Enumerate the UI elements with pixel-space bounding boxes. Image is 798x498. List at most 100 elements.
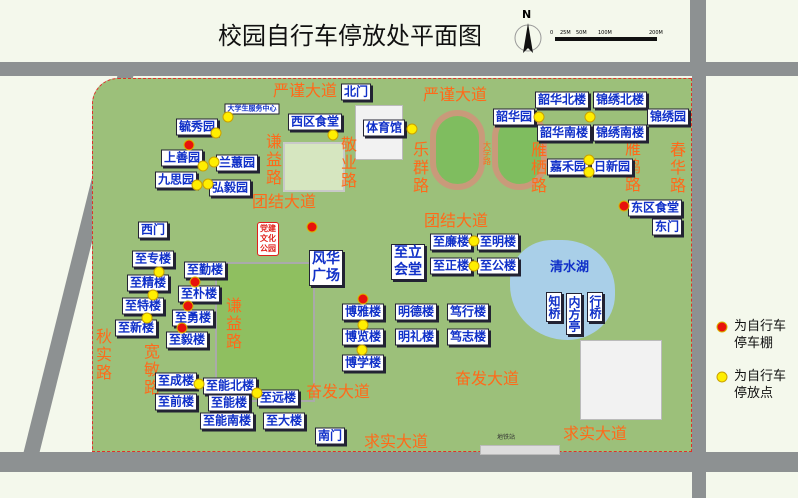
road-label: 奋发大道 <box>454 369 520 388</box>
east-complex <box>580 340 662 420</box>
scale-label: 50M <box>576 30 587 36</box>
bike-parking-marker <box>197 160 209 172</box>
gate-north: 北门 <box>340 83 372 101</box>
building-label: 至廉楼 <box>429 233 473 251</box>
legend-spot-label: 为自行车停放点 <box>734 368 786 402</box>
building-label: 至精楼 <box>126 274 170 292</box>
road-north-center <box>690 0 700 64</box>
building-label: 大学生服务中心 <box>224 103 280 115</box>
legend-line: 停车棚 <box>734 336 774 351</box>
building-label: 笃志楼 <box>446 328 490 346</box>
building-label: 笃行楼 <box>446 303 490 321</box>
scale-label: 25M <box>560 30 571 36</box>
building-label: 至能南楼 <box>199 412 255 430</box>
building-label: 至新楼 <box>114 319 158 337</box>
building-label: 至特楼 <box>121 297 165 315</box>
subway-building <box>480 445 560 455</box>
bike-parking-marker <box>406 123 418 135</box>
bike-parking-marker <box>153 266 165 278</box>
building-label: 至前楼 <box>154 393 198 411</box>
gate-west: 西门 <box>137 221 169 239</box>
sports-field-west <box>283 142 345 192</box>
building-label: 日新园 <box>590 158 634 176</box>
road-label: 春华路 <box>667 141 686 195</box>
building-label: 至能楼 <box>207 394 251 412</box>
building-label: 九思园 <box>154 171 198 189</box>
building-label: 至朴楼 <box>177 285 221 303</box>
building-label: 上善园 <box>160 149 204 167</box>
road-south <box>0 452 798 472</box>
legend-spot-icon <box>716 371 728 383</box>
road-label: 敬业路 <box>338 136 357 190</box>
subway-station-label: 地铁站 <box>497 434 516 441</box>
bike-shed-marker <box>357 293 369 305</box>
building-label: 嘉禾园 <box>546 158 590 176</box>
road-label: 奋发大道 <box>305 382 371 401</box>
bike-shed-marker <box>306 221 318 233</box>
square-label: 风华广场 <box>309 250 343 286</box>
bike-parking-marker <box>533 111 545 123</box>
bike-parking-marker <box>468 235 480 247</box>
building-label: 锦绣北楼 <box>592 91 648 109</box>
legend-line: 为自行车 <box>734 319 787 334</box>
building-label: 至能北楼 <box>202 377 258 395</box>
building-label: 锦绣园 <box>646 108 690 126</box>
building-label: 至勇楼 <box>171 309 215 327</box>
building-label: 毓秀园 <box>175 118 219 136</box>
road-label: 求实大道 <box>363 432 429 451</box>
building-label: 博学楼 <box>341 354 385 372</box>
bike-parking-marker <box>222 111 234 123</box>
building-label: 至立会堂 <box>391 244 425 280</box>
road-label: 秋实路 <box>93 328 112 382</box>
road-north <box>0 62 798 76</box>
bike-shed-marker <box>182 300 194 312</box>
bike-parking-marker <box>191 179 203 191</box>
bike-parking-marker <box>356 344 368 356</box>
bike-parking-marker <box>584 111 596 123</box>
lake-label: 清水湖 <box>550 260 590 275</box>
gate-south: 南门 <box>314 427 346 445</box>
legend-line: 停放点 <box>734 386 774 401</box>
bike-shed-marker <box>176 322 188 334</box>
lake <box>510 240 615 340</box>
track-1 <box>430 110 485 190</box>
compass-north-label: N <box>522 8 532 21</box>
bike-parking-marker <box>210 127 222 139</box>
bridge-label: 行桥 <box>587 292 603 322</box>
building-label: 东区食堂 <box>627 199 683 217</box>
bike-parking-marker <box>357 319 369 331</box>
bridge-label: 知桥 <box>546 292 562 322</box>
building-label: 韶华北楼 <box>534 91 590 109</box>
road-label: 雁栖路 <box>528 141 547 195</box>
building-label: 锦绣南楼 <box>592 124 648 142</box>
map-title: 校园自行车停放处平面图 <box>218 22 482 50</box>
road-label: 大学路 <box>482 141 492 165</box>
building-label: 明德楼 <box>394 303 438 321</box>
scale-label: 100M <box>598 30 612 36</box>
legend-shed-label: 为自行车停车棚 <box>734 318 786 352</box>
building-label: 至毅楼 <box>165 331 209 349</box>
bike-parking-marker <box>208 156 220 168</box>
bike-parking-marker <box>202 178 214 190</box>
bike-parking-marker <box>468 260 480 272</box>
road-label: 谦益路 <box>223 297 242 351</box>
party-culture-park-label: 党建文化公园 <box>257 222 279 256</box>
building-label: 西区食堂 <box>287 113 343 131</box>
bike-parking-marker <box>193 378 205 390</box>
bike-parking-marker <box>327 129 339 141</box>
road-label: 团结大道 <box>251 192 317 211</box>
building-label: 至明楼 <box>476 233 520 251</box>
building-label: 韶华园 <box>492 108 536 126</box>
bike-parking-marker <box>147 289 159 301</box>
bike-parking-marker <box>251 387 263 399</box>
road-label: 乐群路 <box>410 141 429 195</box>
scale-label: 0 <box>550 30 554 36</box>
building-label: 至大楼 <box>262 412 306 430</box>
road-label: 谦益路 <box>263 133 282 187</box>
legend-shed-icon <box>716 321 728 333</box>
building-label: 兰蕙园 <box>215 154 259 172</box>
road-label: 严谨大道 <box>422 85 488 104</box>
building-label: 明礼楼 <box>394 328 438 346</box>
building-label: 至正楼 <box>429 257 473 275</box>
building-label: 弘毅园 <box>208 179 252 197</box>
